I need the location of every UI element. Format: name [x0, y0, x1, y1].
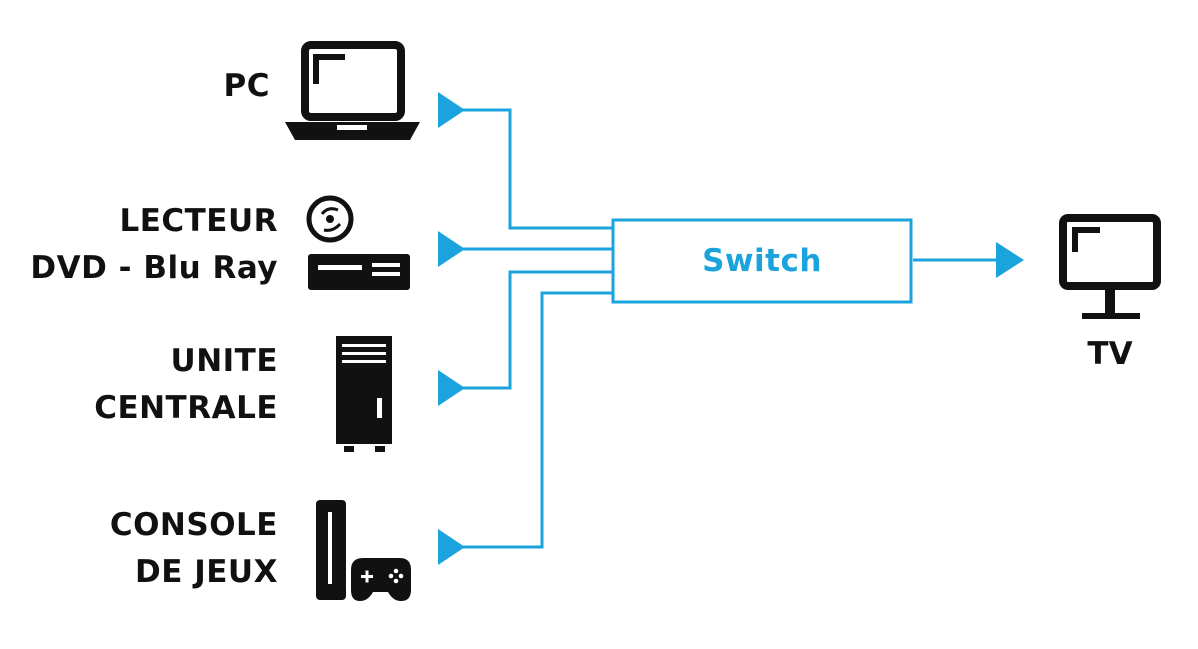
laptop-icon — [285, 41, 420, 140]
tv-arrow-icon — [996, 242, 1024, 278]
pc-arrow-icon — [438, 92, 465, 128]
tv-label: TV — [1087, 336, 1133, 372]
pc-label: PC — [223, 68, 270, 104]
tv-icon — [1059, 214, 1161, 319]
tower-wire — [452, 270, 613, 390]
game-console-icon — [316, 500, 411, 601]
tower-arrow-icon — [438, 370, 465, 406]
central-unit-label: UNITE CENTRALE — [94, 343, 278, 426]
switch-box — [611, 218, 913, 304]
console-label: CONSOLE DE JEUX — [109, 507, 278, 590]
switch-label: Switch — [702, 243, 822, 279]
dvd-player-icon — [306, 195, 410, 290]
pc-wire — [452, 108, 613, 230]
console-arrow-icon — [438, 529, 465, 565]
dvd-label: LECTEUR DVD - Blu Ray — [30, 203, 278, 286]
dvd-arrow-icon — [438, 231, 465, 267]
console-wire — [452, 291, 613, 549]
desktop-tower-icon — [336, 336, 392, 452]
